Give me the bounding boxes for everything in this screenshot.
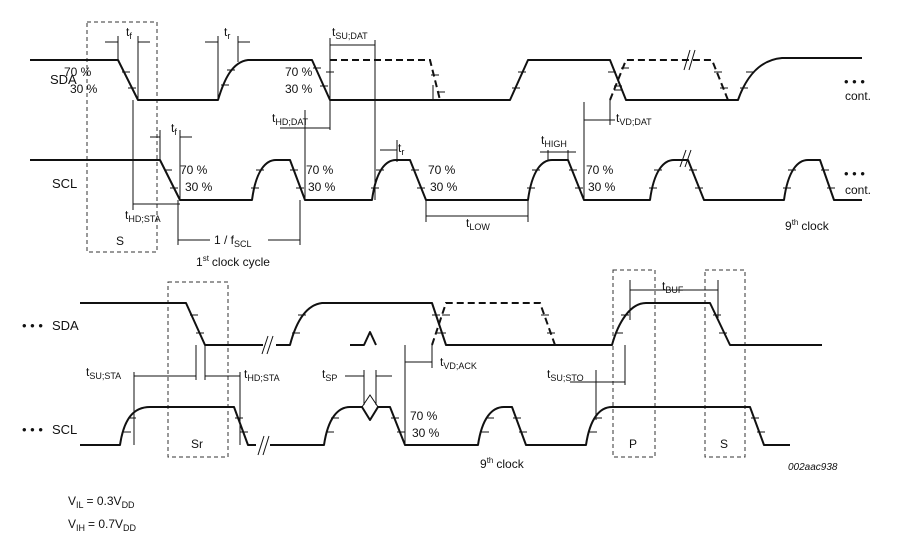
scl-tick-marks-row4 (123, 417, 765, 433)
sda-tick-marks-row1 (122, 67, 754, 100)
scl-label-row4: SCL (52, 422, 77, 437)
ellipsis-scl-row4: • • • (22, 422, 43, 437)
start-box-label-2: S (720, 437, 728, 451)
vih-legend: VIH= 0.7VDD (68, 517, 137, 533)
thd-sta-label-2: tHD;STA (244, 367, 280, 383)
scl-30pct-label-4: 30 % (588, 180, 616, 194)
tsu-dat-label: tSU;DAT (332, 25, 368, 41)
break-mark-row1 (683, 49, 696, 71)
stop-box-label: P (629, 437, 637, 451)
tlow-label: tLOW (466, 216, 490, 232)
figure-code: 002aac938 (788, 462, 838, 473)
thd-dat-label: tHD;DAT (272, 111, 309, 127)
scl-70pct-label-2: 70 % (306, 163, 334, 177)
sda-waveform-row1 (30, 57, 862, 101)
ellipsis-sda-row3: • • • (22, 318, 43, 333)
cont-label-row1: cont. (845, 89, 871, 103)
repeated-start-box-label: Sr (191, 437, 203, 451)
sda-70pct-label: 70 % (64, 65, 92, 79)
stop-condition-box (612, 269, 656, 458)
timing-dimensions-top (105, 36, 615, 245)
scl-30pct-label-5: 30 % (412, 426, 440, 440)
scl-30pct-label: 30 % (185, 180, 213, 194)
cont-label-row2: cont. (845, 183, 871, 197)
break-mark-row4 (257, 435, 270, 456)
tvd-dat-label: tVD;DAT (616, 111, 652, 127)
ellipsis-scl-row2: • • • (844, 166, 865, 181)
scl-70pct-label-5: 70 % (410, 409, 438, 423)
sda-label-row1: SDA (50, 72, 77, 87)
repeated-start-box (167, 281, 229, 458)
tr-sda-label: tr (224, 25, 230, 41)
tsu-sta-label: tSU;STA (86, 365, 121, 381)
tvd-ack-label: tVD;ACK (440, 355, 477, 371)
ellipsis-sda-row1: • • • (844, 74, 865, 89)
scl-30pct-label-3: 30 % (430, 180, 458, 194)
scl-70pct-label-4: 70 % (586, 163, 614, 177)
tr-scl-label: tr (398, 141, 404, 157)
break-mark-row3 (261, 335, 274, 355)
thigh-label: tHIGH (541, 133, 567, 149)
tbuf-label: tBUF (662, 279, 684, 295)
tsu-sto-label: tSU;STO (547, 367, 584, 383)
scl-70pct-label: 70 % (180, 163, 208, 177)
timing-dimensions-bottom (133, 280, 719, 445)
scl-tick-marks-row2 (164, 169, 835, 189)
scl-period-label: 1 / fSCL (214, 233, 252, 249)
start-box-label: S (116, 234, 124, 248)
break-mark-row2 (679, 149, 692, 168)
sda-waveform-row3 (80, 302, 822, 346)
tf-sda-label: tf (126, 25, 132, 41)
sda-30pct-label: 30 % (70, 82, 98, 96)
scl-70pct-label-3: 70 % (428, 163, 456, 177)
sda-tick-marks-row3 (190, 314, 727, 334)
scl-30pct-label-2: 30 % (308, 180, 336, 194)
start-condition-box-2 (704, 269, 746, 458)
scl-label-row2: SCL (52, 176, 77, 191)
tf-scl-label: tf (171, 121, 177, 137)
vil-legend: VIL= 0.3VDD (68, 494, 135, 510)
sda-label-row3: SDA (52, 318, 79, 333)
tsp-label: tSP (322, 367, 337, 383)
thd-sta-label: tHD;STA (125, 208, 161, 224)
scl-waveform-row2 (30, 159, 862, 201)
sda-70pct-label-2: 70 % (285, 65, 313, 79)
sda-30pct-label-2: 30 % (285, 82, 313, 96)
